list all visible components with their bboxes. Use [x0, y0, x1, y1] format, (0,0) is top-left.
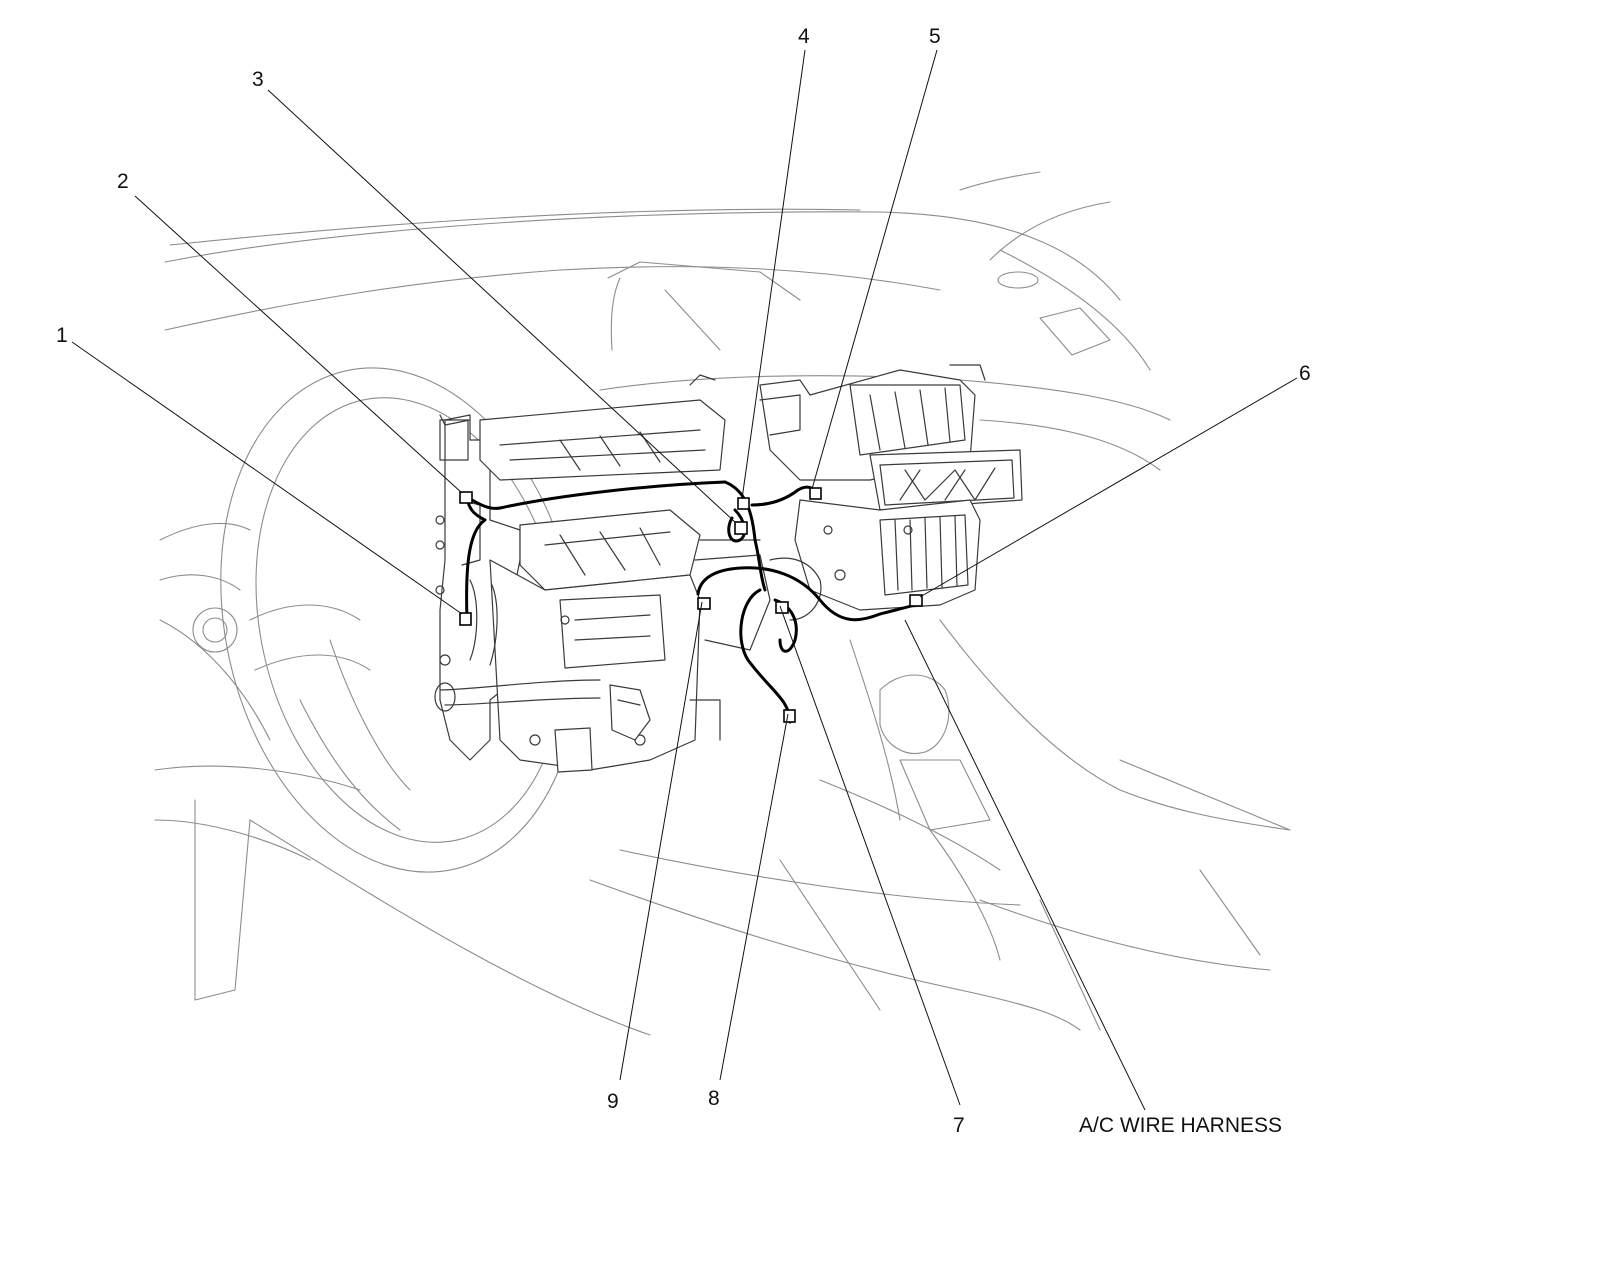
leader-7 — [779, 605, 961, 1106]
leader-5 — [811, 49, 938, 490]
leader-1 — [71, 341, 463, 615]
dashboard-outline — [154, 171, 1291, 1036]
connector-1 — [459, 612, 472, 626]
callout-label-1: 1 — [56, 324, 68, 347]
callout-label-9: 9 — [607, 1090, 619, 1113]
callout-labels: 1 2 3 4 5 6 7 8 9 A/C WIRE HARNESS — [56, 25, 1311, 1137]
connectors — [459, 487, 923, 723]
connector-5 — [809, 487, 822, 500]
callout-label-6: 6 — [1299, 362, 1311, 385]
leader-6 — [919, 377, 1298, 598]
callout-label-3: 3 — [252, 68, 264, 91]
connector-2 — [459, 491, 473, 504]
connector-6 — [909, 594, 923, 607]
leader-9 — [619, 601, 703, 1081]
harness-label: A/C WIRE HARNESS — [1079, 1114, 1282, 1137]
leader-4 — [741, 49, 806, 500]
leader-2 — [134, 195, 463, 494]
leader-8 — [719, 713, 789, 1081]
callout-label-8: 8 — [708, 1087, 720, 1110]
callout-label-4: 4 — [798, 25, 810, 48]
connector-9 — [697, 597, 711, 610]
connector-4 — [737, 497, 750, 510]
connector-8 — [783, 709, 796, 723]
connector-3 — [734, 521, 748, 535]
leader-lines — [71, 49, 1298, 1111]
callout-label-7: 7 — [953, 1114, 965, 1137]
callout-label-5: 5 — [929, 25, 941, 48]
leader-3 — [267, 89, 737, 524]
leader-harness — [904, 619, 1146, 1111]
callout-label-2: 2 — [117, 170, 129, 193]
